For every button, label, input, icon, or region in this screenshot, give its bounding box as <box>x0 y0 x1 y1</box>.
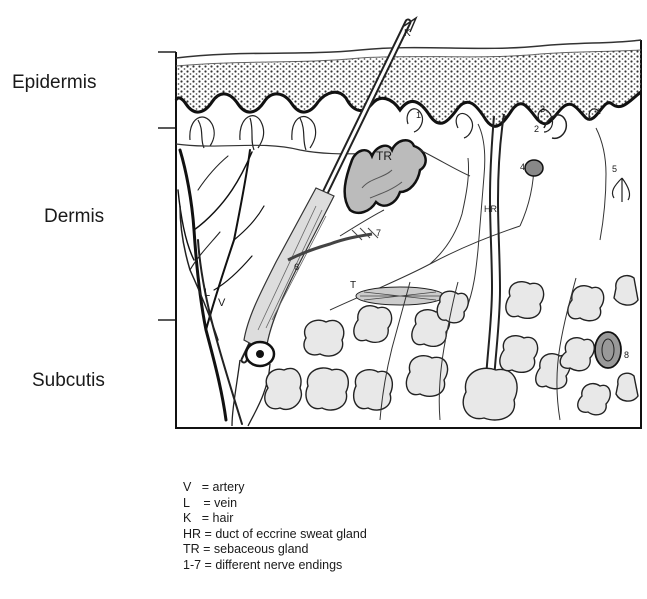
label-subcutis: Subcutis <box>32 370 105 392</box>
legend-row-nerve-endings: 1-7 = different nerve endings <box>183 558 367 574</box>
legend-desc: artery <box>213 480 245 494</box>
legend: V = artery L = vein K = hair HR = duct o… <box>183 480 367 574</box>
nerve-ending-8 <box>595 332 621 368</box>
label-nerve-7: 7 <box>376 228 381 238</box>
label-nerve-2: 2 <box>534 124 539 134</box>
label-hr: HR <box>484 204 497 214</box>
legend-row-sweat-duct: HR = duct of eccrine sweat gland <box>183 527 367 543</box>
label-nerve-1: 1 <box>416 110 421 120</box>
label-nerve-3: 3 <box>540 104 545 114</box>
label-l: L <box>204 287 210 299</box>
fat-lobules <box>265 276 638 420</box>
eccrine-duct-wall <box>486 116 494 378</box>
legend-key: TR <box>183 542 200 556</box>
legend-sep: = <box>201 558 215 572</box>
label-nerve-5: 5 <box>612 164 617 174</box>
legend-desc: vein <box>214 496 237 510</box>
label-k: K <box>404 28 411 39</box>
label-tr: TR <box>376 149 392 163</box>
eccrine-duct <box>494 114 504 380</box>
label-t: T <box>350 280 356 291</box>
label-epidermis: Epidermis <box>12 72 96 94</box>
legend-sep: = <box>200 542 214 556</box>
artery-tree <box>178 150 264 420</box>
label-dermis: Dermis <box>44 206 104 228</box>
legend-sep: = <box>191 480 212 494</box>
legend-key: 1-7 <box>183 558 201 572</box>
legend-row-hair: K = hair <box>183 511 367 527</box>
legend-sep: = <box>191 511 212 525</box>
legend-row-sebaceous: TR = sebaceous gland <box>183 542 367 558</box>
legend-sep: = <box>190 496 215 510</box>
epidermis-dotted-layer <box>176 50 641 126</box>
label-nerve-4: 4 <box>520 162 525 172</box>
label-nerve-8: 8 <box>624 350 629 360</box>
legend-desc: hair <box>213 511 234 525</box>
legend-key: HR <box>183 527 201 541</box>
label-nerve-6: 6 <box>294 262 299 272</box>
legend-row-artery: V = artery <box>183 480 367 496</box>
nerve-ending-4 <box>525 160 543 176</box>
nerve-ending-5 <box>612 178 629 202</box>
legend-desc: different nerve endings <box>215 558 342 572</box>
nerve-fibers <box>330 124 606 310</box>
legend-sep: = <box>201 527 215 541</box>
legend-row-vein: L = vein <box>183 496 367 512</box>
label-v: V <box>218 297 226 309</box>
legend-desc: sebaceous gland <box>214 542 309 556</box>
nerve-ending-T <box>356 287 444 305</box>
legend-desc: duct of eccrine sweat gland <box>215 527 366 541</box>
